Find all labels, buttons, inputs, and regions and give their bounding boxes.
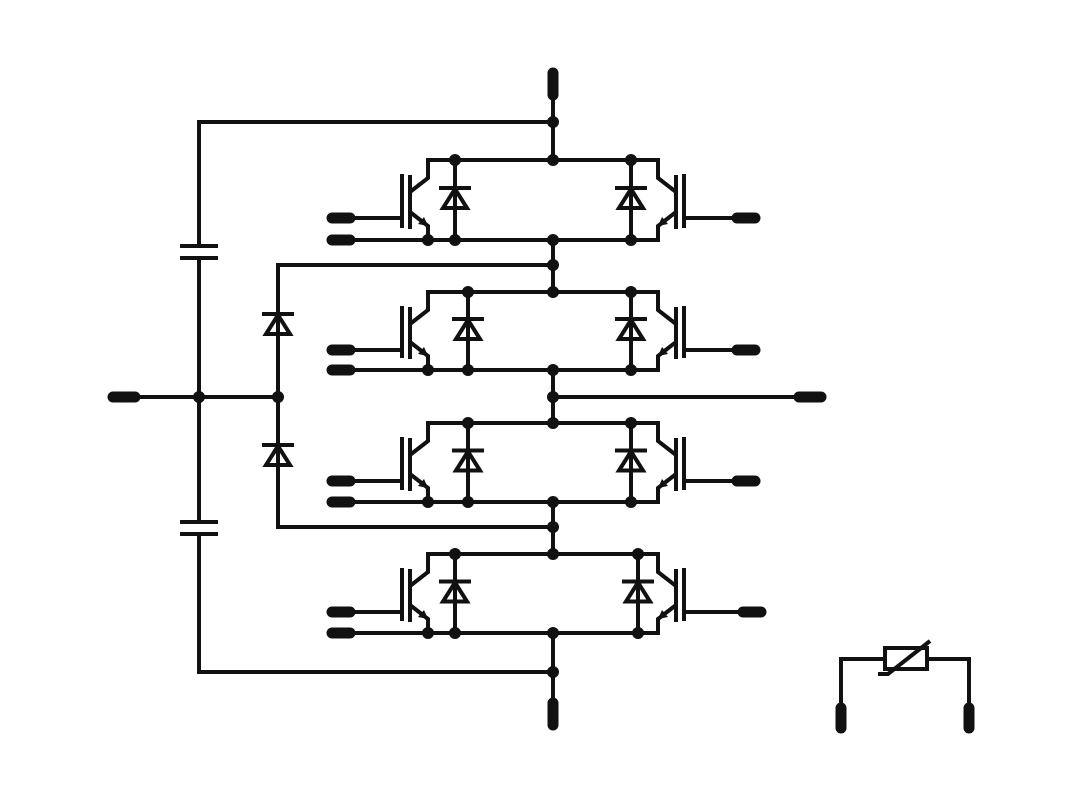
junction-dot <box>422 627 434 639</box>
emitter-arrow <box>418 479 428 488</box>
clamp-diode-upper <box>262 311 294 336</box>
clamp-wire <box>276 263 553 529</box>
clamp-diode-lower <box>262 442 294 467</box>
emitter-arrow <box>418 347 428 356</box>
junction-dot <box>632 627 644 639</box>
thermistor-lead-right <box>927 657 971 718</box>
antiparallel-diode-right <box>622 578 654 604</box>
thermistor-lead-left <box>839 657 885 718</box>
emitter-lead <box>656 603 678 633</box>
thermistor-body <box>883 646 929 671</box>
antiparallel-diode-left <box>452 316 484 341</box>
diode-triangle <box>452 316 484 341</box>
collector-lead <box>656 423 678 457</box>
thermistor-slash <box>878 639 932 676</box>
cap-bottom-wire <box>197 536 553 674</box>
emitter-lead <box>656 472 678 502</box>
emitter-lead <box>656 340 678 370</box>
diode-triangle <box>262 311 294 336</box>
emitter-arrow <box>658 610 668 619</box>
collector-lead <box>408 292 430 326</box>
emitter-arrow <box>658 217 668 226</box>
capacitor-bank <box>180 120 553 674</box>
collector-lead <box>408 554 430 588</box>
clamp-diodes <box>272 263 553 529</box>
antiparallel-diode-right <box>615 316 647 341</box>
emitter-arrow <box>658 479 668 488</box>
diode-triangle <box>615 447 647 473</box>
junction-dot <box>625 286 637 298</box>
igbt-pair-3 <box>326 417 761 508</box>
collector-lead <box>656 292 678 326</box>
collector-lead <box>408 423 430 457</box>
junction-dot <box>462 286 474 298</box>
antiparallel-diode-right <box>615 447 647 473</box>
junction-dot <box>449 548 461 560</box>
cap-top-wire <box>197 120 553 244</box>
junction-dot <box>422 364 434 376</box>
collector-lead <box>656 160 678 194</box>
diode-triangle <box>615 185 647 210</box>
junction-dot <box>625 234 637 246</box>
junction-dot <box>449 234 461 246</box>
diode-triangle <box>262 442 294 467</box>
emitter-arrow <box>418 217 428 226</box>
junction-dot <box>632 548 644 560</box>
junction-dot <box>625 417 637 429</box>
junction-dot <box>462 417 474 429</box>
emitter-arrow <box>658 347 668 356</box>
junction-dot <box>272 391 284 403</box>
junction-dot <box>625 154 637 166</box>
igbt-pair-2 <box>326 286 761 376</box>
junction-dot <box>449 627 461 639</box>
antiparallel-diode-right <box>615 185 647 210</box>
emitter-lead <box>656 210 678 240</box>
antiparallel-diode-left <box>452 447 484 473</box>
junction-dot <box>422 234 434 246</box>
diode-triangle <box>622 578 654 604</box>
diode-triangle <box>615 316 647 341</box>
junction-dot <box>625 364 637 376</box>
diode-triangle <box>439 578 471 604</box>
junction-dot <box>422 496 434 508</box>
diode-triangle <box>439 185 471 210</box>
collector-lead <box>656 554 678 588</box>
igbt-pair-1 <box>326 154 761 246</box>
antiparallel-diode-left <box>439 578 471 604</box>
collector-lead <box>408 160 430 194</box>
emitter-arrow <box>418 610 428 619</box>
diode-triangle <box>452 447 484 473</box>
antiparallel-diode-left <box>439 185 471 210</box>
junction-dot <box>625 496 637 508</box>
ntc-thermistor <box>835 639 975 734</box>
junction-dot <box>449 154 461 166</box>
junction-dot <box>462 364 474 376</box>
igbt-pair-4 <box>326 548 767 639</box>
junction-dot <box>462 496 474 508</box>
